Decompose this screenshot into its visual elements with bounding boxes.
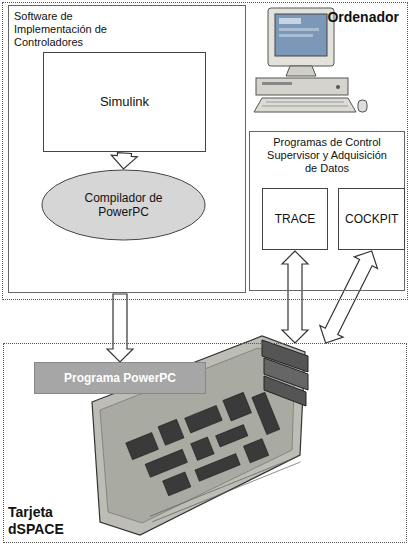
block-arrow [320, 251, 378, 343]
programs-box: TRACE COCKPIT Programas de Control Supervi… [249, 131, 405, 291]
node-label: TRACE [272, 210, 319, 228]
block-arrow [107, 294, 133, 362]
node-label: Ordenador [327, 9, 399, 26]
block-arrow [111, 153, 137, 169]
software-box: SimulinkCompilador de PowerPC Software de… [8, 5, 246, 293]
node-label: Programas de Control Supervisor y Adquis… [263, 136, 391, 176]
node-label: COCKPIT [342, 210, 401, 228]
node-label: Compilador de PowerPC [73, 189, 175, 222]
card-region: Programa PowerPC Tarjeta dSPACE [3, 343, 407, 543]
block-arrow [282, 251, 308, 343]
process-box: Simulink [43, 52, 206, 152]
node-label: Programa PowerPC [61, 369, 179, 387]
program-box: TRACE [262, 188, 328, 250]
program-box: COCKPIT [338, 188, 405, 250]
computer-region: SimulinkCompilador de PowerPC Software de… [2, 2, 408, 300]
node-label: Software de Implementación de Controlado… [14, 10, 146, 50]
compiler-ellipse: Compilador de PowerPC [41, 169, 206, 241]
node-label: Tarjeta dSPACE [8, 504, 84, 538]
ellipse-shape [42, 170, 205, 240]
program-label-box: Programa PowerPC [34, 362, 206, 394]
node-label: Simulink [97, 92, 152, 112]
